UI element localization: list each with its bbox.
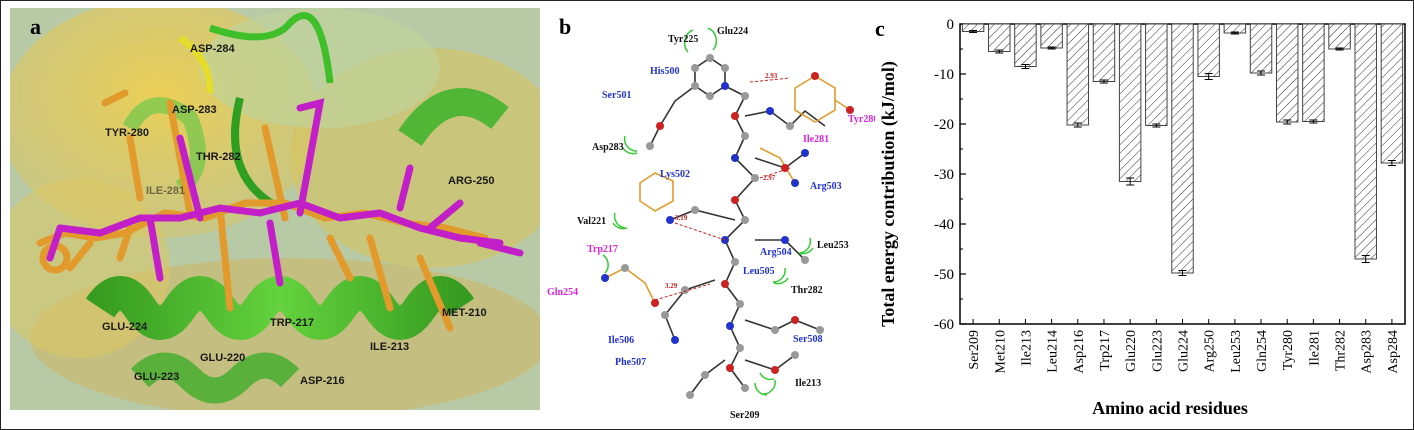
label-ile-213: ILE-213: [370, 341, 409, 353]
label-phe507: Phe507: [615, 357, 646, 368]
label-gln254: Gln254: [547, 287, 578, 298]
label-lys502: Lys502: [660, 169, 690, 180]
ligand-atoms: [601, 54, 854, 399]
ligplot-diagram: 2.93 2.97 3.19 3.29 Tyr225 Glu224 His500…: [547, 26, 878, 421]
y-tick-label: 0: [947, 17, 955, 33]
bar-met210: [988, 23, 1011, 52]
x-tick-label: Glu223: [1150, 330, 1165, 372]
label-ser209: Ser209: [730, 410, 759, 420]
label-glu-220: GLU-220: [200, 352, 245, 364]
label-glu-223: GLU-223: [134, 371, 179, 383]
x-tick-label: Asp216: [1072, 330, 1087, 374]
peptide-magenta-sticks: [46, 98, 524, 287]
y-tick-label: -20: [934, 117, 954, 133]
bar-ile281: [1302, 23, 1325, 122]
label-asp-216: ASP-216: [300, 375, 345, 387]
energy-bar-chart: 0 -10 -20 -30 -40 -50 -60 Ser209 Met210 Ile213 Le…: [878, 17, 1406, 418]
x-tick-label: Trp217: [1098, 330, 1113, 371]
label-asp283: Asp283: [592, 142, 624, 153]
x-tick-label: Glu220: [1124, 330, 1139, 372]
x-tick-label: Ser209: [967, 330, 982, 370]
bar-tyr280: [1275, 23, 1299, 123]
y-tick-label: -10: [934, 67, 954, 83]
x-tick-label: Gln254: [1255, 330, 1270, 372]
residue-sidechains: [604, 75, 851, 304]
x-tick-label: Met210: [993, 330, 1008, 374]
label-glu224: Glu224: [717, 26, 748, 37]
panel-letter-a: a: [30, 14, 41, 39]
bar-gln254: [1249, 23, 1273, 74]
hydrophobic-arcs: [602, 27, 814, 396]
x-tick-label: Leu214: [1046, 330, 1061, 373]
bar-thr282: [1328, 23, 1351, 50]
label-leu253: Leu253: [817, 240, 849, 251]
label-val221: Val221: [577, 216, 606, 227]
x-tick-label: Ile281: [1307, 330, 1322, 366]
bar-asp283: [1354, 23, 1377, 260]
protein-peptide-render: ASP-284 ASP-283 TYR-280 THR-282 ILE-281 …: [0, 0, 570, 418]
label-arg504: Arg504: [760, 247, 792, 258]
label-asp-284: ASP-284: [190, 43, 236, 55]
hbond-329: 3.29: [665, 282, 678, 290]
bar-glu223: [1145, 23, 1168, 126]
hbond-319: 3.19: [675, 214, 688, 222]
label-arg503: Arg503: [810, 181, 842, 192]
panel-letter-b: b: [559, 14, 572, 39]
bar-asp216: [1066, 23, 1090, 126]
panel-letter-c: c: [875, 16, 885, 41]
label-tyr-280: TYR-280: [105, 127, 149, 139]
bar-asp284: [1380, 23, 1404, 164]
bar-glu224: [1171, 23, 1194, 274]
chart-error-bars: [969, 30, 1396, 276]
bar-ile213: [1014, 23, 1037, 67]
y-tick-labels: 0 -10 -20 -30 -40 -50 -60: [934, 17, 954, 333]
label-thr282: Thr282: [791, 285, 823, 296]
panel-a-structure: ASP-284 ASP-283 TYR-280 THR-282 ILE-281 …: [0, 0, 570, 418]
bar-arg250: [1197, 23, 1220, 77]
label-trp217: Trp217: [587, 244, 618, 255]
y-tick-label: -60: [934, 317, 954, 333]
label-met-210: MET-210: [442, 307, 487, 319]
label-arg-250: ARG-250: [448, 175, 494, 187]
hbond-lines: [654, 77, 791, 301]
x-tick-label: Thr282: [1334, 330, 1349, 371]
label-ile506: Ile506: [608, 335, 634, 346]
label-glu-224: GLU-224: [102, 321, 148, 333]
label-tyr280: Tyr280: [848, 114, 875, 125]
label-ile281: Ile281: [803, 134, 829, 145]
chart-bars: [961, 23, 1404, 274]
label-asp-283: ASP-283: [172, 104, 217, 116]
label-ser501: Ser501: [602, 90, 631, 101]
bar-glu220: [1118, 23, 1142, 182]
x-axis-label: Amino acid residues: [1092, 398, 1248, 418]
panel-b-ligplot: 2.93 2.97 3.19 3.29 Tyr225 Glu224 His500…: [545, 8, 878, 421]
label-trp-217: TRP-217: [270, 317, 314, 329]
label-ser508: Ser508: [793, 334, 822, 345]
y-tick-label: -30: [934, 167, 954, 183]
label-thr-282: THR-282: [196, 151, 241, 163]
y-tick-label: -40: [934, 217, 954, 233]
hbond-297: 2.97: [763, 174, 776, 182]
label-ile213: Ile213: [795, 378, 821, 389]
label-leu505: Leu505: [743, 266, 775, 277]
y-tick-label: -50: [934, 267, 954, 283]
x-tick-label: Glu224: [1177, 330, 1192, 372]
x-tick-label: Tyr280: [1281, 330, 1296, 370]
bar-leu214: [1040, 23, 1063, 49]
helix-ribbons: [85, 12, 509, 404]
bar-trp217: [1092, 23, 1116, 82]
x-tick-labels: Ser209 Met210 Ile213 Leu214 Asp216 Trp217 Glu2…: [967, 330, 1401, 374]
x-tick-label: Asp284: [1386, 330, 1401, 374]
label-tyr225: Tyr225: [668, 34, 698, 45]
hbond-293: 2.93: [765, 72, 778, 80]
x-tick-label: Ile213: [1019, 330, 1034, 366]
x-tick-label: Leu253: [1229, 330, 1244, 373]
x-tick-label: Asp283: [1360, 330, 1375, 374]
label-ile-281: ILE-281: [146, 185, 185, 197]
label-his500: His500: [650, 66, 679, 77]
panel-c-energy-chart: 0 -10 -20 -30 -40 -50 -60 Ser209 Met210 Ile213 Le…: [870, 4, 1410, 424]
y-axis-label: Total energy contribution (kJ/mol): [878, 61, 899, 327]
x-tick-label: Arg250: [1203, 330, 1218, 373]
